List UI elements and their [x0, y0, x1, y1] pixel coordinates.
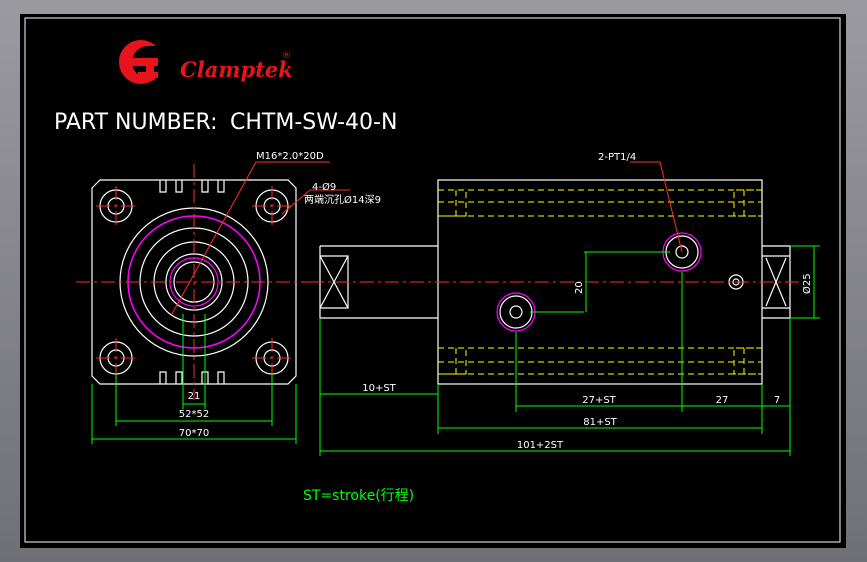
- port-bottom-highlight: [496, 292, 536, 332]
- side-hidden-lines: [438, 189, 762, 375]
- front-leaders: [171, 161, 350, 315]
- port-callout: 2-PT1/4: [598, 152, 636, 163]
- port-leader: [630, 161, 683, 253]
- dim-70: 70*70: [179, 428, 209, 439]
- dim-25: Ø25: [801, 273, 813, 294]
- dim-20: 20: [574, 281, 585, 294]
- drawing-canvas: Clamptek ® PART NUMBER: CHTM-SW-40-N: [20, 14, 846, 548]
- technical-drawing: Clamptek ® PART NUMBER: CHTM-SW-40-N: [24, 17, 841, 543]
- thread-callout: M16*2.0*20D: [256, 151, 324, 162]
- dim-101-2st: 101+2ST: [517, 440, 564, 451]
- part-number-value: CHTM-SW-40-N: [230, 110, 397, 135]
- side-dimension-lines: [319, 245, 820, 456]
- dim-27-st: 27+ST: [582, 395, 616, 406]
- brand-registered-mark: ®: [282, 51, 291, 61]
- dim-27: 27: [716, 395, 729, 406]
- front-dimension-lines: [91, 314, 297, 444]
- clamptek-logo: [118, 40, 158, 85]
- dim-81-st: 81+ST: [583, 417, 617, 428]
- brand-name: Clamptek: [180, 57, 293, 82]
- dim-10-st: 10+ST: [362, 383, 396, 394]
- stroke-note: ST=stroke(行程): [303, 488, 414, 504]
- drawing-border: [24, 17, 841, 543]
- counterbore-callout: 两端沉孔Ø14深9: [304, 193, 381, 206]
- front-centerlines: [76, 164, 312, 400]
- dim-52: 52*52: [179, 409, 209, 420]
- dim-7: 7: [774, 395, 780, 406]
- part-number-label: PART NUMBER:: [54, 110, 218, 135]
- dim-21: 21: [188, 391, 201, 402]
- holes-callout: 4-Ø9: [312, 181, 336, 193]
